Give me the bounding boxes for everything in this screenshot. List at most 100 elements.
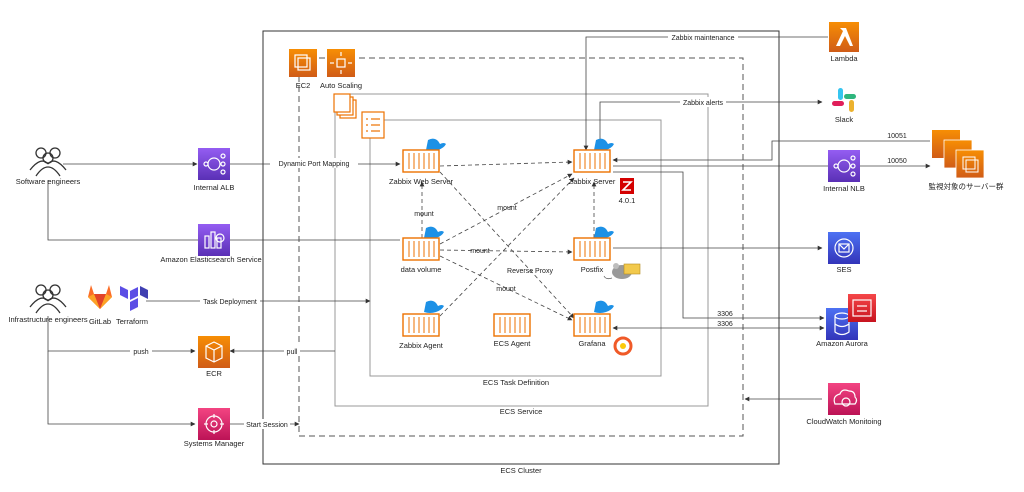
container-icon — [573, 237, 611, 261]
load-balancer-icon — [833, 155, 856, 177]
internal-nlb-label: Internal NLB — [823, 184, 865, 193]
terraform-icon — [120, 286, 148, 311]
label-reverse-proxy: Reverse Proxy — [507, 268, 553, 275]
ecs-service-icon — [333, 93, 357, 119]
systems-manager-label: Systems Manager — [184, 439, 245, 448]
ses: SES — [828, 232, 860, 274]
label-pull: pull — [287, 349, 298, 356]
monitored-servers: 監視対象のサーバー群 — [929, 130, 1004, 191]
elasticsearch-icon — [204, 231, 225, 249]
label-mount-4: mount — [496, 286, 516, 293]
zabbix-server: Zabbix Server 4.0.1 — [569, 138, 635, 205]
docker-whale-icon — [426, 138, 446, 151]
ecs-agent: ECS Agent — [493, 313, 532, 348]
aurora: Amazon Aurora — [816, 294, 876, 348]
edge-agent-server — [439, 177, 575, 317]
container-icon — [573, 313, 611, 337]
internal-alb: Internal ALB — [194, 148, 235, 192]
docker-whale-icon — [424, 300, 444, 313]
cloudwatch: CloudWatch Monitoing — [806, 383, 882, 426]
users-icon — [29, 147, 67, 177]
internal-alb-label: Internal ALB — [194, 183, 235, 192]
elasticsearch: Amazon Elasticsearch Service — [160, 224, 262, 264]
cloudwatch-icon — [833, 389, 858, 407]
ecs-agent-label: ECS Agent — [494, 339, 532, 348]
zabbix-server-label: Zabbix Server — [569, 177, 616, 186]
edge-zabbix-aurora — [613, 171, 825, 321]
ecs-cluster-group: ECS Cluster — [262, 30, 780, 475]
label-zabbix-maintenance: Zabbix maintenance — [671, 35, 734, 42]
auto-scaling-icon — [330, 52, 352, 74]
label-push: push — [133, 349, 148, 356]
docker-whale-icon — [594, 300, 614, 313]
ec2-instances-icon — [932, 130, 985, 179]
auto-scaling-label: Auto Scaling — [320, 81, 362, 90]
docker-whale-icon — [594, 226, 614, 239]
slack-label: Slack — [835, 115, 854, 124]
systems-manager-icon — [204, 414, 224, 434]
label-dynamic-port-mapping: Dynamic Port Mapping — [279, 161, 350, 168]
infrastructure-engineers: Infrastructure engineers — [8, 284, 88, 324]
zabbix-agent-label: Zabbix Agent — [399, 341, 444, 350]
label-start-session: Start Session — [246, 422, 288, 429]
terraform-label: Terraform — [116, 317, 148, 326]
container-registry-icon — [205, 341, 223, 363]
edge-zabbix-maintenance — [583, 36, 828, 151]
parameter-group-icon — [848, 294, 876, 322]
postfix-mouse-icon — [603, 263, 641, 280]
label-mount-1: mount — [414, 211, 434, 218]
container-icon — [493, 313, 531, 337]
aurora-label: Amazon Aurora — [816, 339, 869, 348]
zabbix-agent: Zabbix Agent — [399, 300, 444, 350]
label-3306-b: 3306 — [717, 321, 733, 328]
docker-whale-icon — [594, 138, 614, 151]
edge-reverse-proxy — [439, 171, 575, 319]
edge-labels: Dynamic Port Mapping Task Deployment pus… — [130, 32, 907, 429]
lambda: Lambda — [829, 22, 859, 63]
label-3306-a: 3306 — [717, 311, 733, 318]
software-engineers-label: Software engineers — [16, 177, 81, 186]
docker-whale-icon — [424, 226, 444, 239]
label-10050: 10050 — [887, 158, 907, 165]
terraform: Terraform — [116, 286, 148, 326]
internal-nlb: Internal NLB — [823, 150, 865, 193]
label-mount-3: mount — [470, 248, 490, 255]
autoscaling-group — [298, 57, 744, 437]
task-definition-icon — [361, 111, 385, 139]
infrastructure-engineers-label: Infrastructure engineers — [8, 315, 87, 324]
edge-mount-postfix — [439, 249, 573, 255]
data-volume: data volume — [401, 226, 444, 274]
ses-label: SES — [836, 265, 851, 274]
label-task-deployment: Task Deployment — [203, 299, 257, 306]
ecs-cluster-label: ECS Cluster — [500, 466, 542, 475]
elasticsearch-label: Amazon Elasticsearch Service — [160, 255, 261, 264]
zabbix-logo-icon — [620, 178, 634, 194]
slack: Slack — [832, 88, 856, 124]
label-10051: 10051 — [887, 133, 907, 140]
ec2-icon — [294, 54, 311, 71]
software-engineers: Software engineers — [16, 147, 81, 186]
label-zabbix-alerts: Zabbix alerts — [683, 100, 724, 107]
edges — [47, 36, 931, 427]
edge-mount-server — [439, 173, 573, 245]
systems-manager: Systems Manager — [184, 408, 245, 448]
edge-10051 — [612, 140, 930, 163]
auto-scaling: Auto Scaling — [320, 49, 362, 90]
container-icon — [402, 149, 440, 173]
zabbix-web-server: Zabbix Web Server — [389, 138, 454, 186]
container-icon — [573, 149, 611, 173]
postfix: Postfix — [573, 226, 641, 280]
gitlab: GitLab — [88, 285, 112, 326]
gitlab-icon — [88, 285, 112, 309]
lambda-label: Lambda — [830, 54, 858, 63]
grafana-logo-icon — [613, 336, 633, 356]
container-icon — [402, 237, 440, 261]
ecs-service-group: ECS Service — [334, 93, 709, 416]
ecs-service-label: ECS Service — [500, 407, 543, 416]
monitored-servers-label: 監視対象のサーバー群 — [929, 181, 1004, 191]
email-service-icon — [834, 238, 854, 258]
cloudwatch-label: CloudWatch Monitoing — [806, 417, 881, 426]
postfix-label: Postfix — [581, 265, 604, 274]
zabbix-web-server-label: Zabbix Web Server — [389, 177, 454, 186]
